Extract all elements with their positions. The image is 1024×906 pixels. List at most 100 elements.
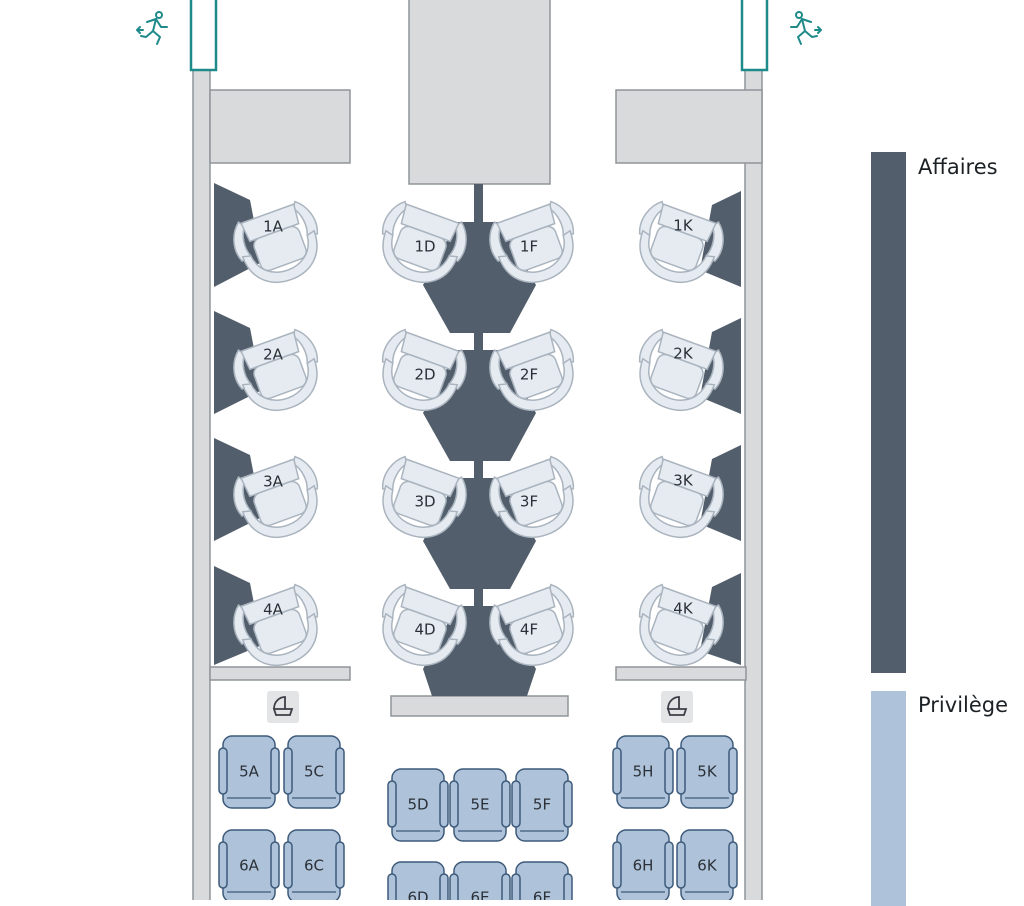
left-wall — [192, 59, 211, 900]
center-seat-shells — [423, 184, 536, 696]
emergency-exit-icon — [790, 11, 822, 45]
seat-label: 5H — [633, 763, 654, 781]
seat-armrest — [449, 873, 459, 900]
seat-5e[interactable]: 5E — [449, 768, 511, 842]
seat-label: 1K — [673, 217, 694, 235]
seat-6k[interactable]: 6K — [676, 829, 738, 900]
seat-1f[interactable]: 1F — [482, 196, 588, 295]
seat-label: 3D — [414, 493, 435, 511]
seat-armrest — [218, 841, 228, 889]
business-cabin-label: Affaires — [918, 155, 998, 179]
seat-6d[interactable]: 6D — [387, 861, 449, 900]
seat-label: 3F — [520, 493, 538, 511]
seat-label: 2F — [520, 366, 538, 384]
premium-cabin-label: Privilège — [918, 693, 1009, 717]
seat-label: 4F — [520, 621, 538, 639]
seat-armrest — [270, 841, 280, 889]
seat-5d[interactable]: 5D — [387, 768, 449, 842]
seat-label: 6E — [470, 889, 489, 901]
seat-armrest — [387, 873, 397, 900]
seat-5a[interactable]: 5A — [218, 735, 280, 809]
left-exit-door — [189, 0, 218, 72]
emergency-exit-icon — [136, 11, 168, 45]
seat-armrest — [449, 780, 459, 828]
seat-label: 2K — [673, 345, 694, 363]
right-exit-door — [740, 0, 769, 72]
seat-2a[interactable]: 2A — [226, 324, 332, 423]
seat-label: 6K — [697, 857, 718, 875]
right-wall — [744, 59, 763, 900]
seat-armrest — [335, 747, 345, 795]
seat-map: 1A 1D 1F 1K 2A 2D 2F 2K 3A 3D 3F 3K 4A 4D 4F 4K 5A 5C 5D 5… — [136, 0, 822, 901]
seat-label: 4A — [263, 601, 284, 619]
seat-2f[interactable]: 2F — [482, 324, 588, 423]
seat-3f[interactable]: 3F — [482, 451, 588, 550]
seat-1a[interactable]: 1A — [226, 196, 332, 295]
seat-armrest — [501, 780, 511, 828]
seat-6a[interactable]: 6A — [218, 829, 280, 900]
galley — [408, 0, 551, 185]
seat-5c[interactable]: 5C — [283, 735, 345, 809]
seat-4d[interactable]: 4D — [368, 579, 474, 678]
seat-label: 1F — [520, 238, 538, 256]
seat-4k[interactable]: 4K — [625, 579, 731, 678]
seat-4a[interactable]: 4A — [226, 579, 332, 678]
seat-armrest — [283, 841, 293, 889]
seat-label: 1D — [414, 238, 435, 256]
seat-6c[interactable]: 6C — [283, 829, 345, 900]
seat-6e[interactable]: 6E — [449, 861, 511, 901]
seat-label: 2D — [414, 366, 435, 384]
seat-label: 5C — [304, 763, 324, 781]
seat-label: 5A — [239, 763, 260, 781]
seat-5f[interactable]: 5F — [511, 768, 573, 842]
seat-label: 6C — [304, 857, 324, 875]
seat-armrest — [439, 873, 449, 900]
seat-label: 4K — [673, 600, 694, 618]
seat-5k[interactable]: 5K — [676, 735, 738, 809]
seat-armrest — [283, 747, 293, 795]
seat-6h[interactable]: 6H — [612, 829, 674, 900]
seat-3d[interactable]: 3D — [368, 451, 474, 550]
seat-armrest — [335, 841, 345, 889]
seat-1d[interactable]: 1D — [368, 196, 474, 295]
seat-armrest — [511, 780, 521, 828]
seat-2k[interactable]: 2K — [625, 324, 731, 423]
seat-1k[interactable]: 1K — [625, 196, 731, 295]
seat-label: 2A — [263, 346, 284, 364]
center-bulkhead — [390, 695, 569, 717]
seat-label: 1A — [263, 218, 284, 236]
seat-3a[interactable]: 3A — [226, 451, 332, 550]
seat-5h[interactable]: 5H — [612, 735, 674, 809]
seat-armrest — [511, 873, 521, 900]
seat-label: 6A — [239, 857, 260, 875]
seat-armrest — [439, 780, 449, 828]
seat-armrest — [612, 747, 622, 795]
seat-label: 5E — [470, 796, 489, 814]
seat-armrest — [218, 747, 228, 795]
seat-armrest — [270, 747, 280, 795]
seat-label: 5D — [407, 796, 428, 814]
left-bulkhead — [209, 666, 351, 681]
seat-label: 3A — [263, 473, 284, 491]
bassinet-icon — [661, 691, 693, 723]
seat-armrest — [664, 747, 674, 795]
seat-armrest — [728, 841, 738, 889]
seat-armrest — [676, 747, 686, 795]
right-bulkhead — [615, 666, 747, 681]
seat-6f[interactable]: 6F — [511, 861, 573, 901]
seat-armrest — [664, 841, 674, 889]
seat-4f[interactable]: 4F — [482, 579, 588, 678]
seat-armrest — [501, 873, 511, 900]
seat-armrest — [563, 873, 573, 900]
seat-armrest — [676, 841, 686, 889]
seat-label: 5K — [697, 763, 718, 781]
seat-label: 6H — [633, 857, 654, 875]
seat-label: 4D — [414, 621, 435, 639]
seat-armrest — [728, 747, 738, 795]
seat-3k[interactable]: 3K — [625, 451, 731, 550]
seat-2d[interactable]: 2D — [368, 324, 474, 423]
right-closet — [615, 89, 763, 164]
seat-armrest — [387, 780, 397, 828]
bassinet-icon — [267, 691, 299, 723]
seat-label: 6F — [533, 889, 551, 901]
